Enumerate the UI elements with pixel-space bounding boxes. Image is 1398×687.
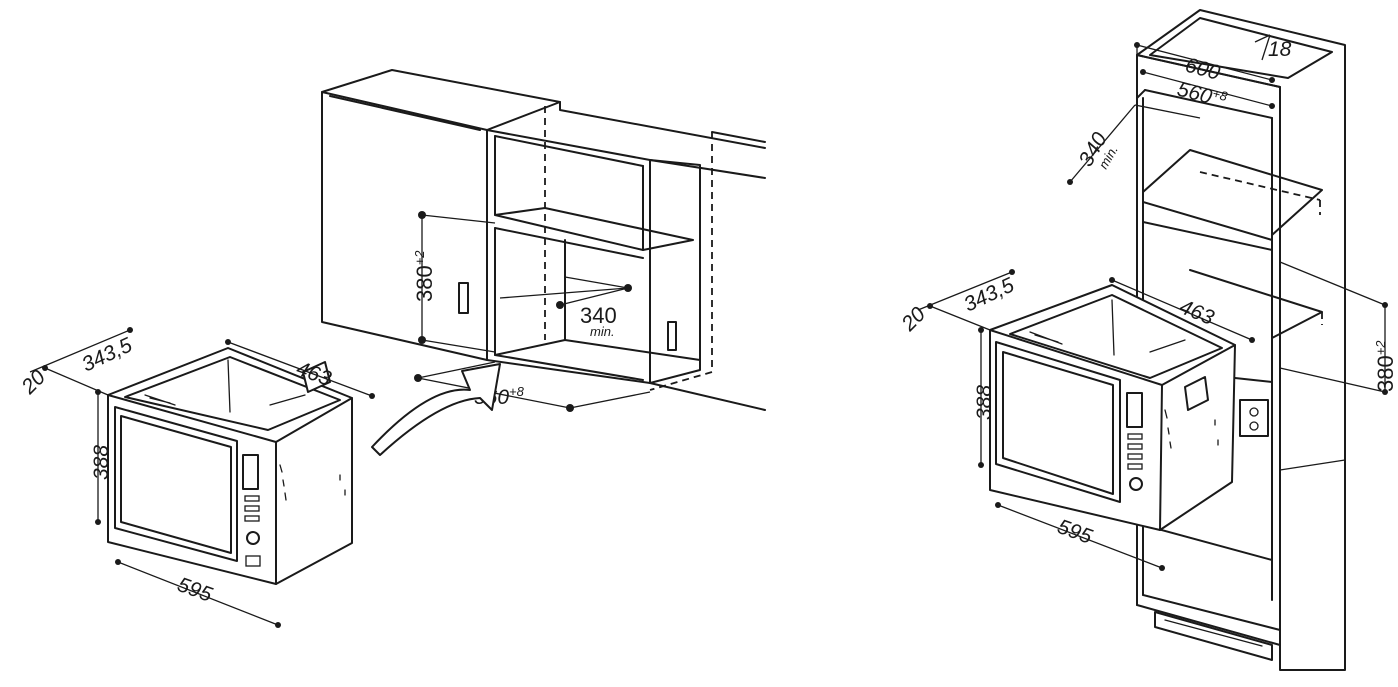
wall-cabinet — [321, 69, 766, 411]
tower-dimensions: 600 560+8 18 340 min. 380+2 — [1067, 34, 1398, 395]
oven-right-inner-depth-label: 343,5 — [960, 273, 1018, 316]
oven-width-label: 595 — [174, 573, 215, 607]
oven-height-label: 388 — [90, 445, 113, 480]
niche-height-label: 380+2 — [1373, 340, 1398, 392]
oven-right — [989, 284, 1236, 531]
tower-top-gap-label: 18 — [1268, 38, 1292, 61]
oven-right-width-label: 595 — [1054, 515, 1095, 549]
arrow-icon — [371, 363, 501, 456]
cabinet-depth-note: min. — [590, 324, 615, 339]
oven-right-height-label: 388 — [973, 385, 996, 420]
cabinet-height-label: 380+2 — [412, 250, 437, 302]
oven-left — [107, 347, 353, 585]
cabinet-depth-label: 340 — [580, 303, 617, 328]
cabinet-dimensions: 380+2 340 min. 560+8 — [412, 211, 651, 412]
